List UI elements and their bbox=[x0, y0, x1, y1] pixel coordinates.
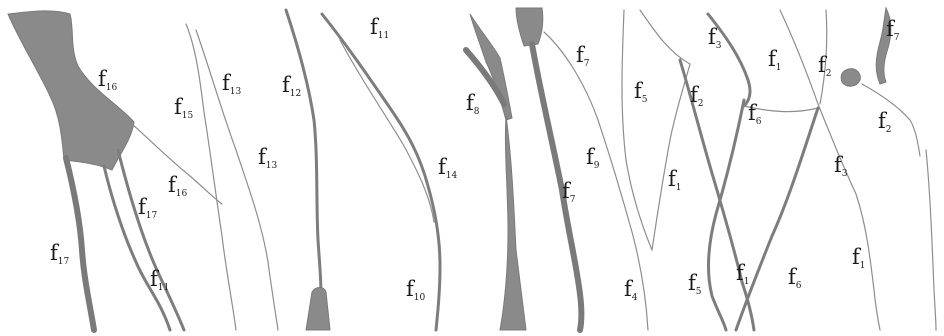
label-f2-right: f2 bbox=[878, 109, 892, 135]
label-f17-upper: f16 bbox=[168, 173, 188, 199]
label-f1-right: f1 bbox=[852, 245, 866, 271]
fracture-trace-f14-splay bbox=[340, 40, 434, 222]
label-f11-top: f11 bbox=[370, 15, 389, 41]
label-f15: f15 bbox=[174, 95, 194, 121]
fracture-trace-f12-wedge bbox=[306, 288, 330, 331]
label-f10: f8 bbox=[466, 91, 480, 117]
fracture-trace-f1-node bbox=[841, 69, 860, 87]
fracture-trace-f1 bbox=[736, 108, 818, 330]
fracture-trace-f10-wedge bbox=[500, 116, 526, 330]
label-f11-bottom: f10 bbox=[406, 277, 426, 303]
label-f17-right: f11 bbox=[150, 267, 169, 293]
fracture-trace-f7 bbox=[652, 64, 690, 250]
label-f13-upper: f13 bbox=[222, 71, 242, 97]
label-f16-lower: f17 bbox=[138, 195, 158, 221]
fracture-trace-f2-right bbox=[862, 84, 920, 156]
label-f1-lower: f6 bbox=[788, 265, 802, 291]
label-f6-mid: f6 bbox=[748, 101, 762, 127]
label-f7-upper: f5 bbox=[634, 79, 648, 105]
label-f2-left: f9 bbox=[586, 145, 600, 171]
label-f9: f7 bbox=[562, 179, 576, 205]
fracture-trace-f4 bbox=[709, 100, 744, 330]
label-f12: f12 bbox=[282, 73, 301, 99]
fracture-trace-branch-a bbox=[104, 166, 170, 330]
label-f7-lower: f1 bbox=[668, 167, 682, 193]
fracture-trace-f17-left bbox=[66, 158, 94, 330]
fracture-trace-f9 bbox=[532, 44, 582, 330]
fracture-trace-f12-upper bbox=[286, 10, 321, 300]
fracture-trace-f15 bbox=[186, 24, 236, 330]
label-f5-upper: f2 bbox=[690, 83, 704, 109]
label-f16: f16 bbox=[98, 67, 118, 93]
label-f8: f7 bbox=[576, 43, 590, 69]
label-f14: f14 bbox=[438, 155, 458, 181]
fracture-trace-f13 bbox=[196, 30, 278, 330]
label-f3-mid: f3 bbox=[834, 153, 848, 179]
fracture-trace-f11 bbox=[322, 14, 440, 330]
label-f17-left: f17 bbox=[50, 241, 70, 267]
fracture-trace-f9-top bbox=[516, 8, 543, 46]
label-f5-lower: f1 bbox=[736, 261, 750, 287]
label-f-top-right: f7 bbox=[886, 17, 900, 43]
label-f4: f5 bbox=[688, 271, 702, 297]
fracture-trace-edge bbox=[926, 150, 936, 330]
label-f13-lower: f13 bbox=[258, 145, 278, 171]
label-f3-top: f1 bbox=[768, 47, 782, 73]
fracture-trace-f7-upper bbox=[640, 10, 690, 64]
label-f1-top: f2 bbox=[818, 53, 832, 79]
label-f1-bottom: f4 bbox=[624, 277, 638, 303]
